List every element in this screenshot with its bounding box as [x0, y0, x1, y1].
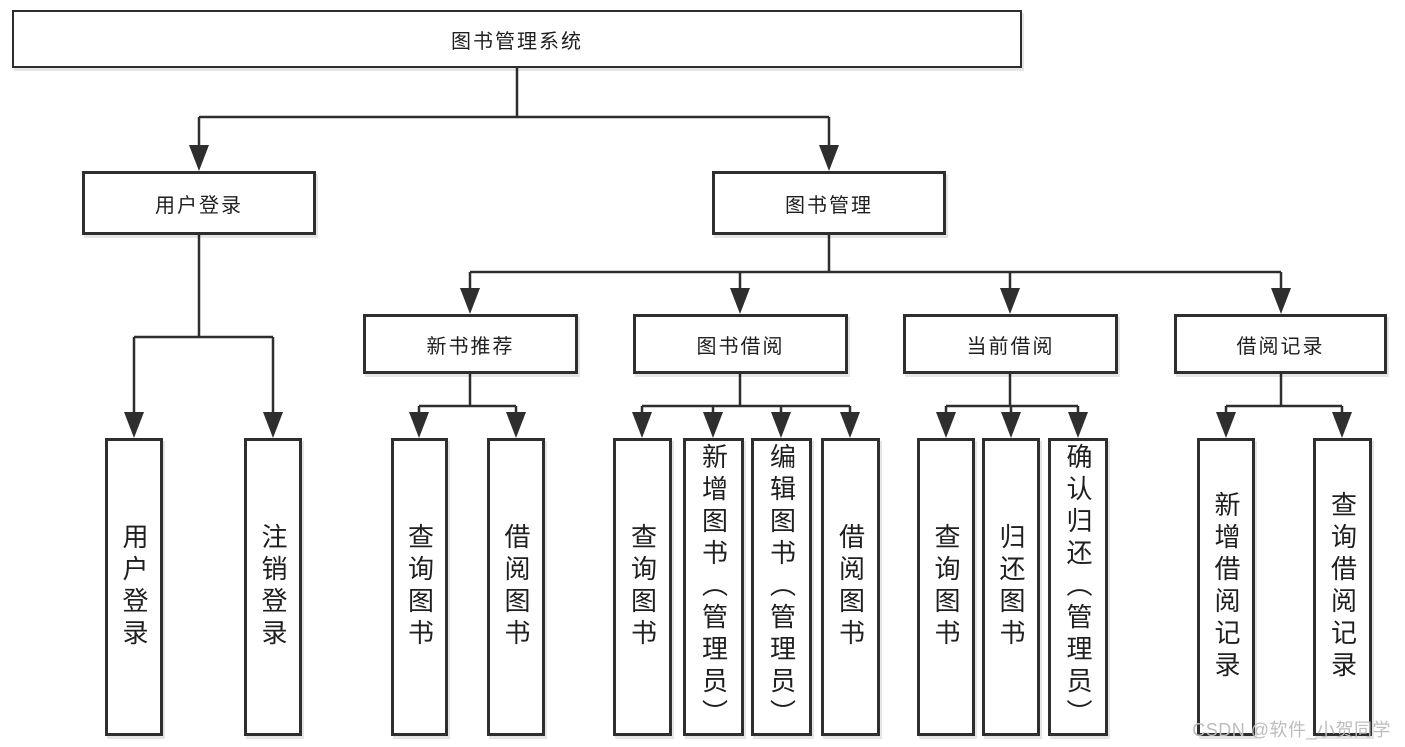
leaf-label: 借阅图书 — [835, 523, 866, 651]
leaf-confirm-return-admin: 确认归还（管理员） — [1048, 438, 1108, 736]
leaf-user-login: 用户登录 — [105, 438, 163, 736]
leaf-add-books-admin: 新增图书（管理员） — [683, 438, 744, 736]
leaf-query-books: 查询图书 — [391, 438, 448, 736]
leaf-label: 用户登录 — [119, 523, 149, 651]
leaf-query-books: 查询图书 — [917, 438, 975, 736]
node-book-borrowing: 图书借阅 — [633, 314, 848, 374]
leaf-return-books: 归还图书 — [982, 438, 1040, 736]
node-current-borrowing: 当前借阅 — [903, 314, 1118, 374]
leaf-label: 查询图书 — [627, 523, 658, 651]
node-new-book-recommendation: 新书推荐 — [363, 314, 578, 374]
leaf-query-books: 查询图书 — [613, 438, 672, 736]
node-label: 图书借阅 — [696, 335, 785, 358]
node-book-management: 图书管理 — [712, 171, 946, 235]
leaf-label: 查询借阅记录 — [1327, 491, 1358, 683]
csdn-watermark: CSDN @软件_小贺同学 — [1192, 720, 1391, 740]
node-borrowing-records: 借阅记录 — [1174, 314, 1387, 374]
leaf-label: 查询图书 — [404, 523, 435, 651]
leaf-label: 编辑图书（管理员） — [766, 443, 797, 731]
leaf-label: 借阅图书 — [501, 523, 531, 651]
leaf-logout: 注销登录 — [244, 438, 302, 736]
node-label: 用户登录 — [155, 194, 243, 217]
leaf-add-borrow-record: 新增借阅记录 — [1197, 438, 1255, 736]
node-label: 新书推荐 — [426, 335, 515, 358]
node-label: 图书管理系统 — [451, 30, 583, 53]
leaf-label: 新增图书（管理员） — [698, 443, 729, 731]
leaf-label: 注销登录 — [258, 523, 288, 651]
leaf-borrow-books: 借阅图书 — [821, 438, 880, 736]
leaf-query-borrow-record: 查询借阅记录 — [1313, 438, 1372, 736]
leaf-label: 确认归还（管理员） — [1063, 443, 1093, 731]
node-user-login: 用户登录 — [82, 171, 316, 235]
leaf-label: 新增借阅记录 — [1211, 491, 1241, 683]
leaf-label: 查询图书 — [931, 523, 961, 651]
leaf-label: 归还图书 — [996, 523, 1026, 651]
leaf-borrow-books: 借阅图书 — [487, 438, 545, 736]
node-label: 借阅记录 — [1236, 335, 1325, 358]
node-label: 图书管理 — [785, 194, 873, 217]
leaf-edit-books-admin: 编辑图书（管理员） — [751, 438, 812, 736]
node-label: 当前借阅 — [966, 335, 1055, 358]
node-library-management-system: 图书管理系统 — [12, 10, 1022, 68]
